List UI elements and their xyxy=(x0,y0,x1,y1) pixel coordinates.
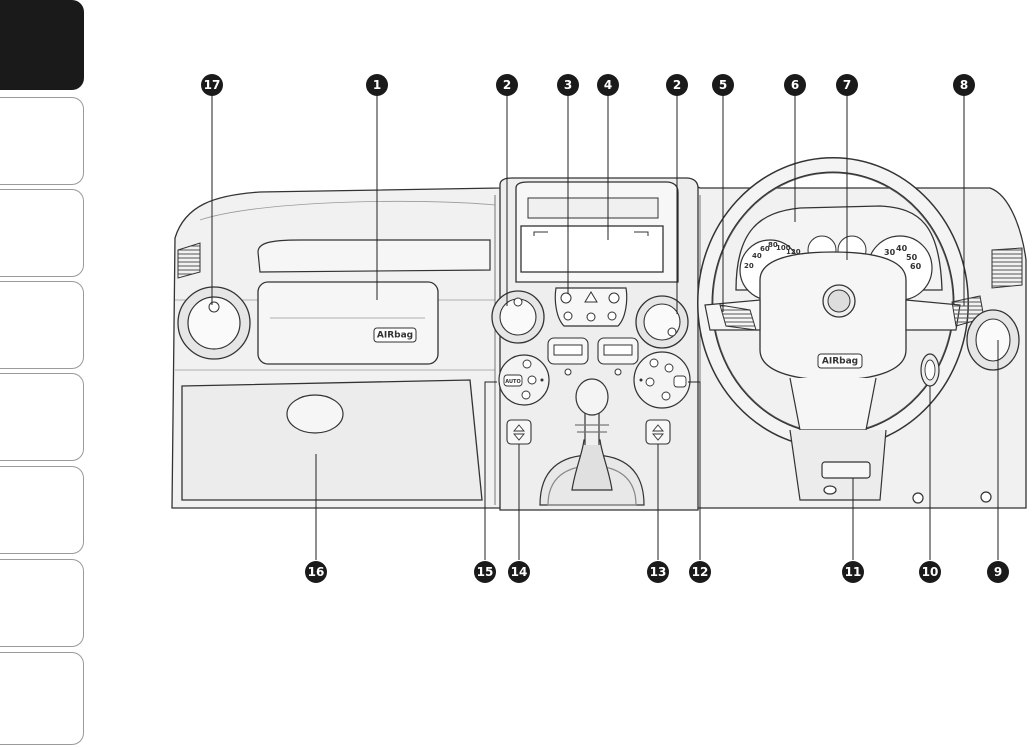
svg-text:13: 13 xyxy=(650,565,667,579)
callout-9: 9 xyxy=(987,561,1009,583)
centre-display xyxy=(520,197,664,273)
central-switch-panel[interactable] xyxy=(554,287,628,327)
callout-5: 5 xyxy=(712,74,734,96)
chapter-tab-2[interactable] xyxy=(0,97,84,185)
callout-13: 13 xyxy=(647,561,669,583)
callouts: 17 1 2 3 4 2 5 6 7 8 16 15 14 13 12 11 1… xyxy=(201,74,1009,583)
svg-text:11: 11 xyxy=(845,565,862,579)
svg-text:5: 5 xyxy=(719,78,727,92)
tacho-tick-4: 60 xyxy=(910,262,922,271)
callout-15: 15 xyxy=(474,561,496,583)
svg-text:9: 9 xyxy=(994,565,1002,579)
svg-text:4: 4 xyxy=(604,78,612,92)
callout-10: 10 xyxy=(919,561,941,583)
glove-compartment[interactable] xyxy=(181,379,483,501)
svg-text:3: 3 xyxy=(564,78,572,92)
chapter-tab-4[interactable] xyxy=(0,281,84,369)
left-side-vent xyxy=(177,242,201,279)
callout-7: 7 xyxy=(836,74,858,96)
steering-column-lower xyxy=(789,429,992,504)
svg-text:7: 7 xyxy=(843,78,851,92)
svg-text:16: 16 xyxy=(308,565,325,579)
passenger-airbag-label: AIRbag xyxy=(377,331,413,341)
centre-vent-right[interactable] xyxy=(635,295,689,349)
tacho-tick-3: 50 xyxy=(906,253,918,262)
svg-text:8: 8 xyxy=(960,78,968,92)
speedo-tick-2: 40 xyxy=(752,252,762,260)
speedo-tick-1: 20 xyxy=(744,262,754,270)
gear-lever[interactable] xyxy=(539,378,645,506)
callout-16: 16 xyxy=(305,561,327,583)
callout-3: 3 xyxy=(557,74,579,96)
callout-17: 17 xyxy=(201,74,223,96)
passenger-airbag-panel: AIRbag xyxy=(257,281,439,365)
climate-control-right[interactable] xyxy=(633,351,691,409)
left-round-vent[interactable] xyxy=(177,286,251,360)
svg-text:15: 15 xyxy=(477,565,494,579)
svg-text:2: 2 xyxy=(503,78,511,92)
switch-left-lower[interactable] xyxy=(506,419,532,445)
chapter-tabs xyxy=(0,0,88,747)
callout-12: 12 xyxy=(689,561,711,583)
chapter-tab-7[interactable] xyxy=(0,559,84,647)
driver-airbag-label: AIRbag xyxy=(822,357,858,367)
leader-lines xyxy=(211,95,999,560)
chapter-tab-8[interactable] xyxy=(0,652,84,745)
speedo-tick-3: 60 xyxy=(760,245,770,253)
callout-4: 4 xyxy=(597,74,619,96)
chapter-tab-3[interactable] xyxy=(0,189,84,277)
svg-text:2: 2 xyxy=(673,78,681,92)
tacho-tick-2: 40 xyxy=(896,244,908,253)
callout-2b: 2 xyxy=(666,74,688,96)
svg-text:6: 6 xyxy=(791,78,799,92)
chapter-tab-1[interactable] xyxy=(0,0,84,90)
speedo-tick-4: 80 xyxy=(768,241,778,249)
callout-1: 1 xyxy=(366,74,388,96)
chapter-tab-5[interactable] xyxy=(0,373,84,461)
right-side-vent xyxy=(991,247,1023,289)
callout-14: 14 xyxy=(508,561,530,583)
speedo-tick-6: 120 xyxy=(786,248,801,256)
climate-displays xyxy=(547,337,639,376)
callout-8: 8 xyxy=(953,74,975,96)
climate-control-left[interactable]: AUTO xyxy=(498,354,550,406)
svg-text:12: 12 xyxy=(692,565,709,579)
svg-text:17: 17 xyxy=(204,78,221,92)
ignition-switch[interactable] xyxy=(920,353,940,387)
centre-vent-left[interactable] xyxy=(491,290,545,344)
right-round-vent[interactable] xyxy=(966,309,1020,371)
callout-2a: 2 xyxy=(496,74,518,96)
top-storage-shelf xyxy=(257,239,491,273)
chapter-tab-6[interactable] xyxy=(0,466,84,554)
speedo-tick-5: 100 xyxy=(776,244,791,252)
switch-right-lower[interactable] xyxy=(645,419,671,445)
svg-text:10: 10 xyxy=(922,565,939,579)
svg-text:1: 1 xyxy=(373,78,381,92)
callout-11: 11 xyxy=(842,561,864,583)
callout-6: 6 xyxy=(784,74,806,96)
left-stalk[interactable] xyxy=(719,304,757,331)
svg-text:14: 14 xyxy=(511,565,528,579)
auto-button-label: AUTO xyxy=(505,379,520,385)
tacho-tick-1: 30 xyxy=(884,248,896,257)
